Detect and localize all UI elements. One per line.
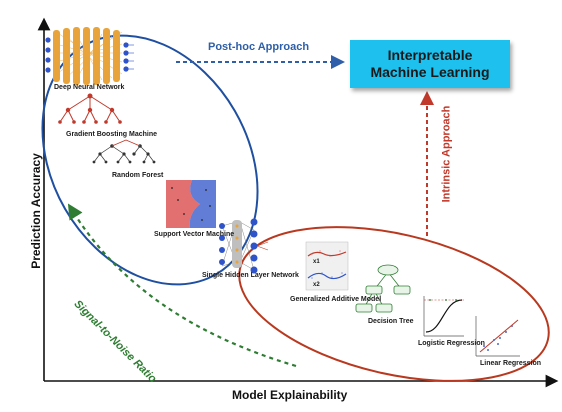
gam-x1-label: x1 bbox=[313, 259, 320, 265]
gradient-boosting-machine-label: Gradient Boosting Machine bbox=[66, 131, 158, 138]
deep-neural-network-icon bbox=[45, 27, 134, 85]
logistic-regression-icon bbox=[423, 296, 464, 337]
post-hoc-label: Post-hoc Approach bbox=[208, 41, 310, 53]
single-hidden-layer-network-label: Single Hidden Layer Network bbox=[202, 272, 299, 279]
support-vector-machine-icon bbox=[166, 180, 216, 228]
decision-tree-icon bbox=[355, 264, 411, 313]
interpretable-ml-line2: Machine Learning bbox=[370, 64, 490, 80]
generalized-additive-model-icon bbox=[305, 241, 349, 291]
decision-tree-label: Decision Tree bbox=[368, 318, 414, 325]
x-axis-title: Model Explainability bbox=[232, 388, 348, 402]
white-box-models-ellipse bbox=[238, 226, 550, 382]
interpretable-ml-line1: Interpretable bbox=[387, 47, 473, 63]
gam-x2-label: x2 bbox=[313, 282, 320, 288]
signal-to-noise-arrow bbox=[67, 203, 297, 368]
random-forest-label: Random Forest bbox=[112, 172, 164, 179]
y-axis-title: Prediction Accuracy bbox=[28, 153, 43, 269]
gradient-boosting-machine-icon bbox=[58, 93, 122, 124]
interpretable-ml-box: Interpretable Machine Learning bbox=[350, 40, 510, 88]
logistic-regression-label: Logistic Regression bbox=[418, 340, 485, 347]
intrinsic-label: Intrinsic Approach bbox=[440, 105, 453, 203]
linear-regression-icon bbox=[475, 316, 520, 357]
single-hidden-layer-network-icon bbox=[219, 218, 269, 274]
generalized-additive-model-label: Generalized Additive Model bbox=[290, 296, 382, 303]
support-vector-machine-label: Support Vector Machine bbox=[154, 231, 235, 238]
random-forest-icon bbox=[92, 139, 156, 164]
linear-regression-label: Linear Regression bbox=[480, 360, 542, 367]
deep-neural-network-label: Deep Neural Network bbox=[54, 84, 125, 91]
